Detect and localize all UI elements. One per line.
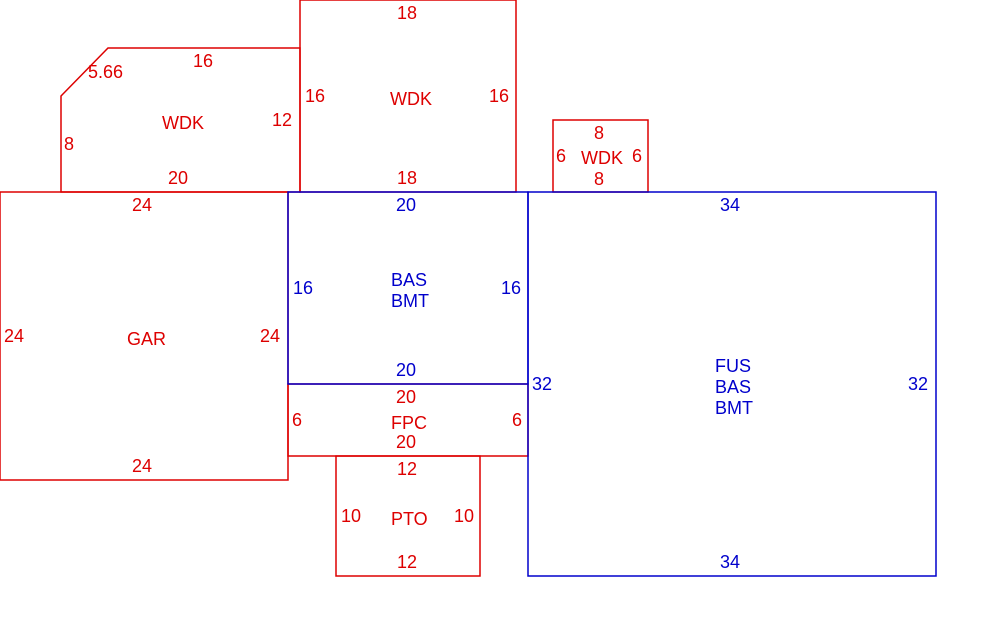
dim-label: 34 [720, 552, 740, 572]
area-name: BAS [715, 377, 751, 397]
area-pto-outline [335, 455, 481, 577]
dim-label: 34 [720, 195, 740, 215]
dim-label: 6 [556, 146, 566, 166]
area-name: WDK [162, 113, 204, 133]
area-name: BMT [391, 291, 429, 311]
area-name: FUS [715, 356, 751, 376]
dim-label: 16 [293, 278, 313, 298]
dim-label: 20 [396, 195, 416, 215]
area-name: BAS [391, 270, 427, 290]
dim-label: 8 [594, 169, 604, 189]
dim-label: 18 [397, 168, 417, 188]
dim-label: 16 [193, 51, 213, 71]
dim-label: 20 [396, 387, 416, 407]
area-name: GAR [127, 329, 166, 349]
dim-label: 6 [632, 146, 642, 166]
area-fus-outline [527, 191, 937, 577]
dim-label: 20 [168, 168, 188, 188]
area-name: WDK [581, 148, 623, 168]
dim-label: 16 [489, 86, 509, 106]
dim-label: 20 [396, 360, 416, 380]
dim-label: 32 [908, 374, 928, 394]
dim-label: 5.66 [88, 62, 123, 82]
area-name: BMT [715, 398, 753, 418]
dim-label: 10 [454, 506, 474, 526]
dim-label: 32 [532, 374, 552, 394]
area-name: FPC [391, 413, 427, 433]
area-name: PTO [391, 509, 428, 529]
dim-label: 24 [132, 456, 152, 476]
dim-label: 20 [396, 432, 416, 452]
dim-label: 10 [341, 506, 361, 526]
dim-label: 12 [397, 552, 417, 572]
dim-label: 24 [260, 326, 280, 346]
dim-label: 16 [305, 86, 325, 106]
dim-label: 12 [397, 459, 417, 479]
dim-label: 24 [132, 195, 152, 215]
dim-label: 24 [4, 326, 24, 346]
dim-label: 18 [397, 3, 417, 23]
dim-label: 8 [64, 134, 74, 154]
dim-label: 6 [512, 410, 522, 430]
area-name: WDK [390, 89, 432, 109]
dim-label: 6 [292, 410, 302, 430]
dim-label: 8 [594, 123, 604, 143]
dim-label: 12 [272, 110, 292, 130]
dim-label: 16 [501, 278, 521, 298]
